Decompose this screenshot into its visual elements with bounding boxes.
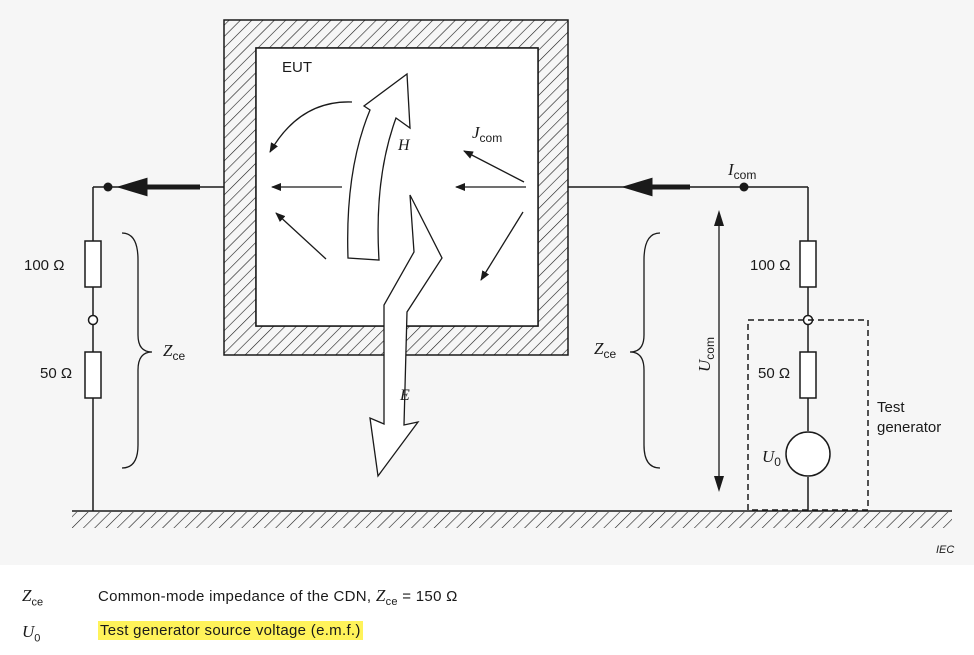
legend-description: Common-mode impedance of the CDN, Zce = …	[98, 586, 458, 608]
left-branch-wiring	[92, 186, 224, 511]
source-icon	[785, 431, 831, 477]
ucom-arrow	[714, 210, 724, 492]
right-resistor-bottom-label: 50 Ω	[758, 365, 790, 382]
left-junction	[87, 314, 99, 326]
right-node-dot	[739, 182, 749, 192]
h-label: H	[397, 137, 411, 154]
magnetic-field-arrow-icon	[347, 72, 411, 261]
left-resistor-bottom-label: 50 Ω	[40, 365, 72, 382]
left-brace	[121, 232, 153, 469]
ucom-label: Ucom	[695, 337, 717, 372]
left-node-dot	[103, 182, 113, 192]
e-label: E	[399, 387, 410, 404]
generator-label-line2: generator	[877, 419, 941, 436]
icom-label: Icom	[727, 160, 756, 182]
jcom-label: Jcom	[472, 123, 502, 145]
right-zce-label: Zce	[594, 339, 616, 361]
generator-label-line1: Test	[877, 399, 905, 416]
electric-field-arrow-icon	[369, 194, 443, 478]
right-resistor-top-label: 100 Ω	[750, 257, 790, 274]
iec-mark: IEC	[936, 544, 954, 556]
right-resistor-100	[799, 240, 817, 288]
diagram: EUT 100 Ω 50 Ω Zce 100 Ω 50 Ω Icom U0 Te…	[24, 19, 955, 556]
legend: Zce Common-mode impedance of the CDN, Zc…	[0, 572, 974, 652]
right-brace	[629, 232, 661, 469]
legend-symbol: Zce	[22, 586, 44, 609]
right-current-arrow-icon	[621, 177, 690, 197]
ground-plane	[72, 510, 952, 528]
left-resistor-top-label: 100 Ω	[24, 257, 64, 274]
circuit-diagram: EUT 100 Ω 50 Ω Zce 100 Ω 50 Ω Icom U0 Te…	[24, 19, 954, 556]
left-resistor-50	[84, 351, 102, 399]
left-current-arrow-icon	[116, 177, 200, 197]
test-generator-box	[747, 319, 869, 511]
left-zce-label: Zce	[163, 341, 185, 363]
left-resistor-100	[84, 240, 102, 288]
legend-symbol: U0	[22, 622, 41, 645]
highlighted-text: Test generator source voltage (e.m.f.)	[98, 621, 363, 640]
legend-description: Test generator source voltage (e.m.f.)	[98, 621, 363, 640]
internal-current-arrows	[269, 101, 526, 281]
eut-label: EUT	[282, 59, 312, 76]
right-resistor-50	[799, 351, 817, 399]
source-label: U0	[762, 447, 781, 469]
